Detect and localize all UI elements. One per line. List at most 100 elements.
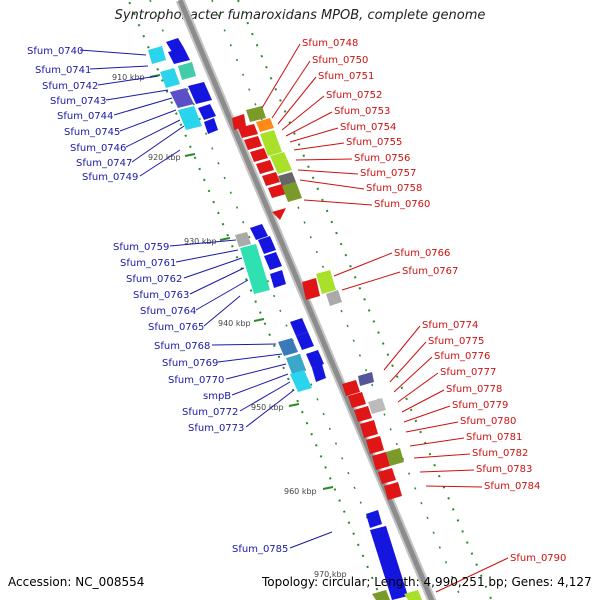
gene-label[interactable]: Sfum_0783 (476, 464, 532, 475)
gene-arrow (244, 136, 262, 150)
gene-label[interactable]: Sfum_0777 (440, 367, 496, 378)
gene-block (404, 590, 422, 600)
gene-arrow (360, 420, 378, 438)
gene-block (235, 232, 251, 247)
gene-block (282, 182, 302, 202)
tick-930kbp: 930 kbp (184, 237, 217, 246)
gene-label[interactable]: Sfum_0775 (428, 336, 484, 347)
gene-label[interactable]: Sfum_0752 (326, 90, 382, 101)
reverse-strand-genes (232, 106, 422, 600)
gene-label[interactable]: Sfum_0743 (50, 96, 106, 107)
gene-arrow (256, 160, 274, 174)
right-feature-track (237, 0, 493, 600)
gene-arrow (290, 318, 308, 336)
gene-label[interactable]: Sfum_0760 (374, 199, 430, 210)
gene-label[interactable]: Sfum_0749 (82, 172, 138, 183)
gene-label[interactable]: Sfum_0770 (168, 375, 224, 386)
gene-label[interactable]: Sfum_0758 (366, 183, 422, 194)
gene-block (316, 270, 336, 294)
gene-label[interactable]: Sfum_0748 (302, 38, 358, 49)
gene-block (386, 448, 404, 466)
gene-label[interactable]: Sfum_0767 (402, 266, 458, 277)
gene-label[interactable]: Sfum_0765 (148, 322, 204, 333)
gene-arrow (188, 82, 212, 104)
gene-label[interactable]: Sfum_0772 (182, 407, 238, 418)
gene-arrow (168, 48, 190, 64)
gene-arrow (302, 278, 320, 300)
gene-label[interactable]: Sfum_0784 (484, 481, 540, 492)
tick-940kbp: 940 kbp (218, 319, 251, 328)
gene-label[interactable]: Sfum_0741 (35, 65, 91, 76)
tick-920kbp: 920 kbp (148, 153, 181, 162)
gene-label[interactable]: Sfum_0774 (422, 320, 478, 331)
gene-label[interactable]: Sfum_0745 (64, 127, 120, 138)
gene-label[interactable]: Sfum_0753 (334, 106, 390, 117)
gene-arrow (198, 104, 216, 120)
gene-label[interactable]: Sfum_0746 (70, 143, 126, 154)
gene-block (270, 152, 292, 174)
gene-label[interactable]: Sfum_0742 (42, 81, 98, 92)
gene-label[interactable]: Sfum_0773 (188, 423, 244, 434)
tick-960kbp: 960 kbp (284, 487, 317, 496)
gene-label[interactable]: Sfum_0740 (27, 46, 83, 57)
gene-label[interactable]: Sfum_0781 (466, 432, 522, 443)
gene-block (358, 372, 374, 386)
gene-label[interactable]: Sfum_0762 (126, 274, 182, 285)
gene-label[interactable]: Sfum_0763 (133, 290, 189, 301)
gene-block (170, 88, 194, 108)
gene-arrow (366, 510, 382, 528)
gene-arrow (250, 148, 268, 162)
tick-910kbp: 910 kbp (112, 73, 145, 82)
gene-arrow (258, 236, 276, 254)
gene-label[interactable]: Sfum_0766 (394, 248, 450, 259)
genome-backbone (177, 0, 435, 600)
gene-label[interactable]: Sfum_0779 (452, 400, 508, 411)
left-gene-labels: Sfum_0740 Sfum_0741 Sfum_0742 Sfum_0743 … (27, 46, 333, 555)
gene-label[interactable]: Sfum_0769 (162, 358, 218, 369)
gene-block (370, 526, 408, 600)
gene-block (178, 106, 202, 130)
gene-arrow (232, 114, 246, 130)
forward-strand-genes (148, 38, 408, 600)
gene-arrow (238, 124, 258, 138)
gene-arrow (348, 392, 366, 408)
gene-label[interactable]: Sfum_0759 (113, 242, 169, 253)
gene-block (256, 118, 274, 132)
gene-label[interactable]: Sfum_0754 (340, 122, 396, 133)
genome-title: Syntrophobacter fumaroxidans MPOB, compl… (114, 8, 486, 23)
gene-label[interactable]: Sfum_0750 (312, 55, 368, 66)
gene-block (148, 46, 166, 64)
gene-arrow (166, 38, 184, 52)
tick-950kbp: 950 kbp (251, 403, 284, 412)
genome-summary-text: Topology: circular; Length: 4,990,251 bp… (262, 575, 592, 589)
gene-label[interactable]: Sfum_0761 (120, 258, 176, 269)
gene-arrow (378, 468, 396, 484)
gene-label[interactable]: Sfum_0755 (346, 137, 402, 148)
gene-block (368, 398, 386, 414)
gene-arrow (366, 436, 384, 454)
gene-label[interactable]: smpB (203, 391, 231, 402)
gene-label[interactable]: Sfum_0757 (360, 168, 416, 179)
gene-label[interactable]: Sfum_0780 (460, 416, 516, 427)
gene-label[interactable]: Sfum_0764 (140, 306, 196, 317)
gene-label[interactable]: Sfum_0782 (472, 448, 528, 459)
gene-arrow (272, 208, 286, 220)
gene-label[interactable]: Sfum_0778 (446, 384, 502, 395)
gene-arrow (306, 350, 324, 368)
gene-arrow (270, 270, 286, 288)
gene-label[interactable]: Sfum_0776 (434, 351, 490, 362)
gene-arrow (296, 332, 314, 350)
gene-block (160, 68, 180, 88)
gene-label[interactable]: Sfum_0744 (57, 111, 113, 122)
gene-block (290, 370, 312, 392)
gene-block (278, 172, 296, 186)
gene-label[interactable]: Sfum_0768 (154, 341, 210, 352)
gene-label[interactable]: Sfum_0785 (232, 544, 288, 555)
gene-label[interactable]: Sfum_0747 (76, 158, 132, 169)
gene-block (260, 130, 282, 156)
gene-label[interactable]: Sfum_0790 (510, 553, 566, 564)
gene-arrow (250, 224, 268, 240)
gene-label[interactable]: Sfum_0756 (354, 153, 410, 164)
gene-label[interactable]: Sfum_0751 (318, 71, 374, 82)
